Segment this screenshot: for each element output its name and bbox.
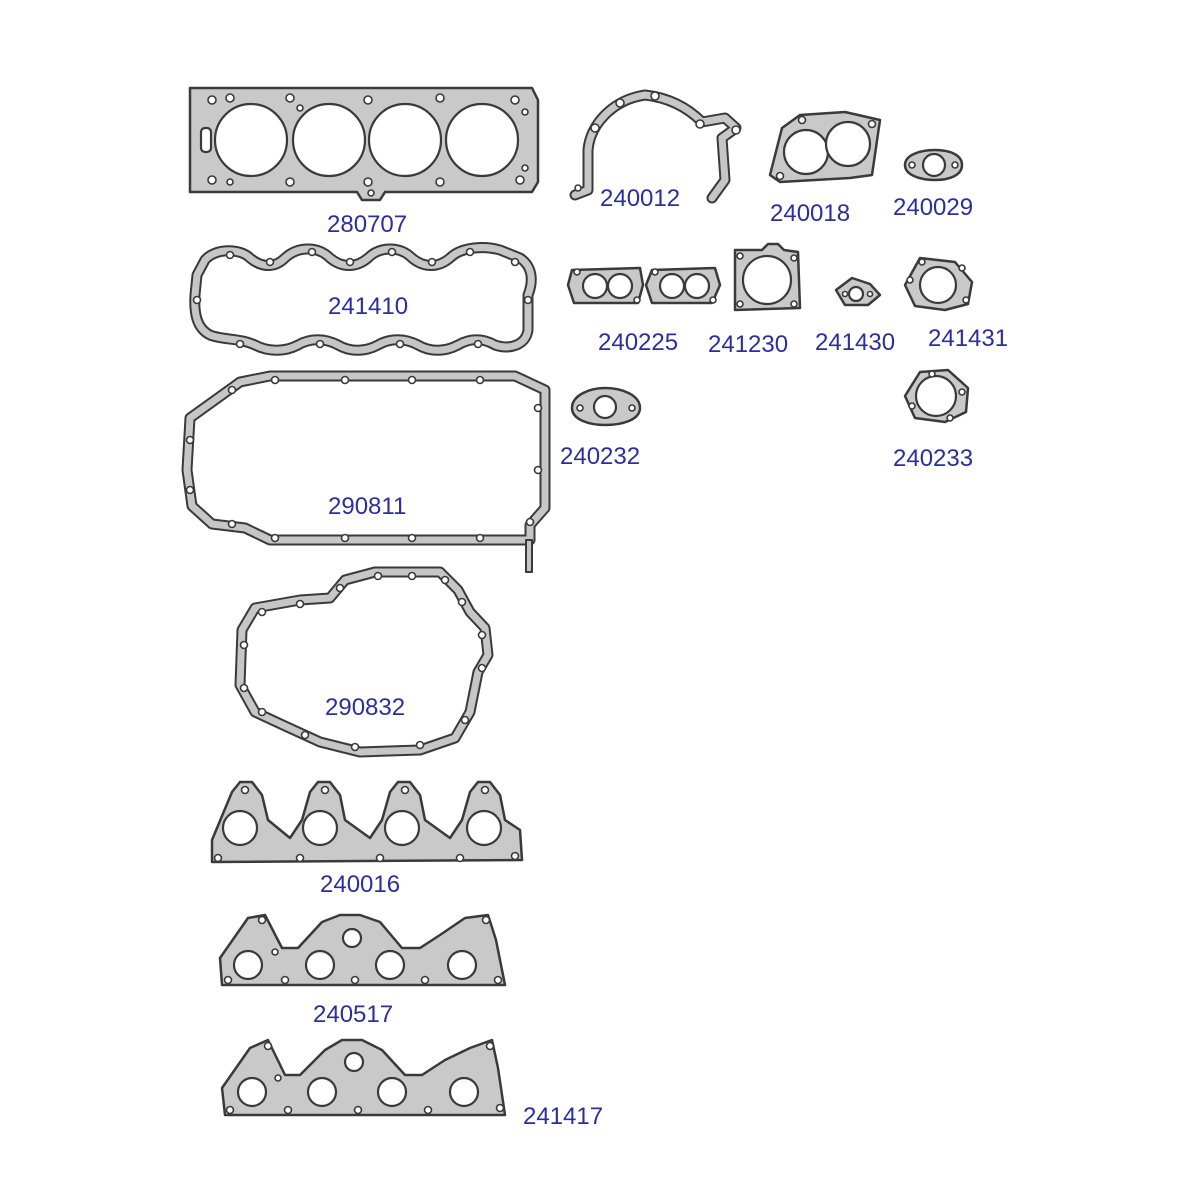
part-number-240517: 240517 (313, 1001, 393, 1028)
part-number-240232: 240232 (560, 443, 640, 470)
part-number-241430: 241430 (815, 329, 895, 356)
part-number-240012: 240012 (600, 185, 680, 212)
part-number-240225: 240225 (598, 329, 678, 356)
part-number-290832: 290832 (325, 694, 405, 721)
gasket-241410-valve-cover: 241410 (189, 242, 537, 356)
part-number-240016: 240016 (320, 871, 400, 898)
gasket-290811-oil-pan: 290811 (181, 370, 551, 573)
part-number-241417: 241417 (523, 1103, 603, 1130)
gasket-240225-flange-pair: 240225 (566, 266, 722, 356)
part-number-240233: 240233 (893, 445, 973, 472)
gasket-240016-exhaust-manifold: 240016 (210, 780, 524, 898)
gasket-241417-intake-manifold: 241417 (220, 1038, 603, 1130)
part-number-290811: 290811 (328, 493, 406, 520)
part-number-241431: 241431 (928, 325, 1008, 352)
gasket-240018-twin-port: 240018 (768, 110, 882, 227)
gasket-290832-oil-pan: 290832 (234, 566, 494, 758)
part-number-240029: 240029 (893, 194, 973, 221)
part-number-280707: 280707 (327, 211, 407, 238)
gasket-241431-round: 241431 (903, 256, 1008, 352)
part-number-240018: 240018 (770, 200, 850, 227)
gasket-241230-throttle-body: 241230 (708, 242, 802, 358)
gasket-280707-cylinder-head: 280707 (188, 86, 540, 238)
part-number-241230: 241230 (708, 331, 788, 358)
gasket-241430-small: 241430 (815, 276, 895, 356)
gasket-240012-timing-cover: 240012 (569, 89, 742, 212)
gasket-240232-flange: 240232 (560, 386, 642, 470)
gasket-240517-intake-manifold: 240517 (218, 913, 507, 1028)
gasket-240233-round: 240233 (893, 368, 973, 472)
part-number-241410: 241410 (328, 293, 408, 320)
gasket-240029-flange: 240029 (893, 148, 973, 221)
